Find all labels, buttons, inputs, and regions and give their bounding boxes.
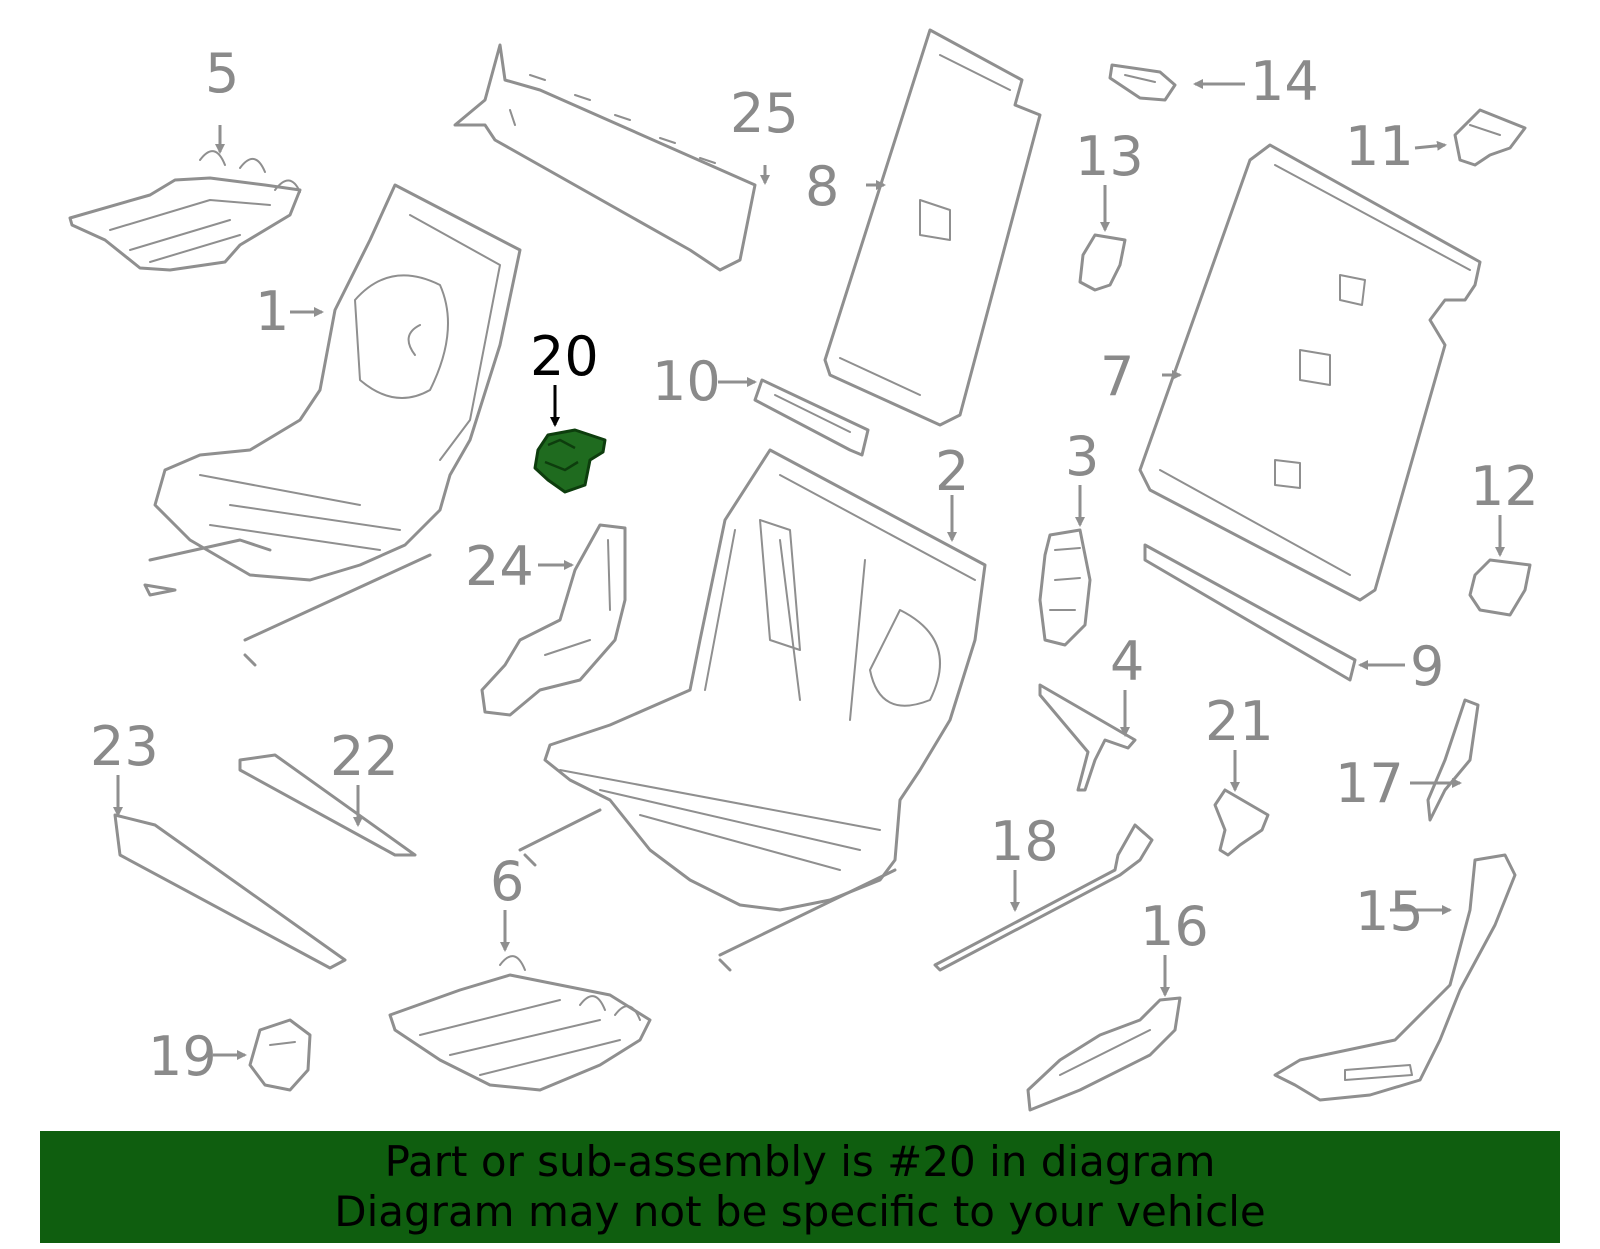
part-25 [453, 43, 757, 272]
callout-22: 22 [330, 725, 399, 788]
callout-9: 9 [1410, 635, 1444, 698]
part-24 [480, 523, 627, 717]
part-8 [823, 28, 1042, 427]
part-13 [1078, 233, 1127, 292]
callout-21: 21 [1205, 690, 1274, 753]
callout-2: 2 [935, 440, 969, 503]
callout-7: 7 [1100, 345, 1134, 408]
callout-15: 15 [1355, 880, 1424, 943]
part-4 [1038, 683, 1137, 792]
leader-lines [113, 79, 1505, 1060]
callout-8: 8 [805, 155, 839, 218]
part-2 [518, 448, 987, 972]
part-3 [1038, 528, 1092, 647]
callout-labels: 5 1 25 8 14 13 11 7 10 20 24 2 3 12 9 4 … [90, 42, 1539, 1088]
callout-3: 3 [1065, 425, 1099, 488]
info-banner: Part or sub-assembly is #20 in diagram D… [40, 1131, 1560, 1243]
callout-10: 10 [652, 350, 721, 413]
callout-4: 4 [1110, 630, 1144, 693]
callout-13: 13 [1075, 125, 1144, 188]
part-16 [1026, 996, 1182, 1112]
callout-23: 23 [90, 715, 159, 778]
part-9 [1143, 543, 1357, 682]
part-23 [113, 813, 347, 970]
callout-18: 18 [990, 810, 1059, 873]
part-1 [143, 183, 522, 667]
callout-11: 11 [1345, 115, 1414, 178]
part-15 [1273, 853, 1517, 1102]
part-10 [753, 378, 870, 457]
banner-line-1: Part or sub-assembly is #20 in diagram [384, 1137, 1216, 1186]
part-14 [1108, 63, 1177, 102]
callout-17: 17 [1335, 752, 1404, 815]
callout-25: 25 [730, 82, 799, 145]
callout-19: 19 [148, 1025, 217, 1088]
part-17 [1426, 698, 1480, 822]
banner-line-2: Diagram may not be specific to your vehi… [334, 1187, 1266, 1236]
part-18 [933, 823, 1154, 972]
part-21 [1213, 788, 1270, 857]
part-5 [68, 150, 302, 272]
callout-6: 6 [490, 850, 524, 913]
callout-1: 1 [255, 280, 289, 343]
callout-16: 16 [1140, 895, 1209, 958]
part-7 [1138, 143, 1482, 602]
callout-20: 20 [530, 325, 599, 388]
part-22 [238, 753, 417, 857]
part-19 [248, 1018, 312, 1092]
part-12 [1468, 558, 1532, 617]
callout-14: 14 [1250, 50, 1319, 113]
callout-12: 12 [1470, 455, 1539, 518]
callout-5: 5 [205, 42, 239, 105]
part-20-highlight [533, 428, 607, 494]
callout-24: 24 [465, 535, 534, 598]
part-11 [1453, 108, 1527, 167]
part-6 [388, 955, 652, 1092]
